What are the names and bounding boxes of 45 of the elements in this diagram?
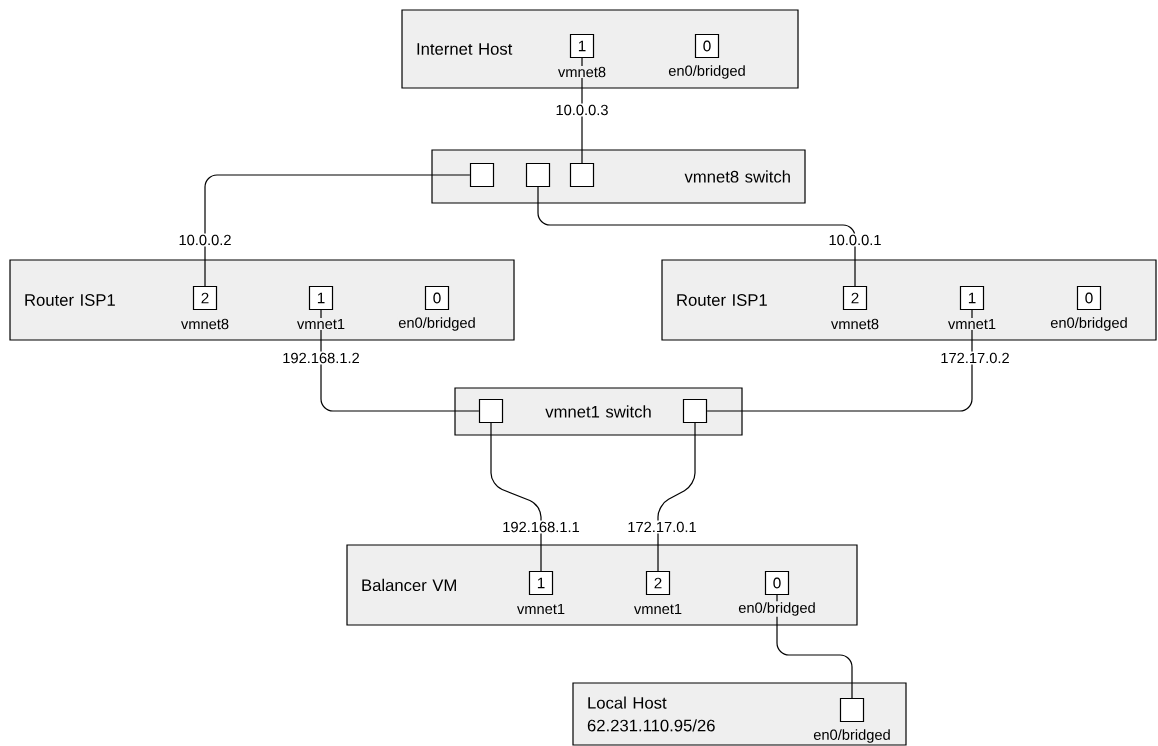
edge-label: 10.0.0.3 (556, 104, 608, 116)
port-box (839, 697, 865, 723)
port-box: 0 (764, 570, 790, 596)
port-box: 2 (842, 285, 868, 311)
port-label: vmnet1 (516, 603, 566, 615)
edge-label: 192.168.1.1 (503, 521, 579, 533)
port-box: 2 (645, 570, 671, 596)
port-box: 2 (192, 285, 218, 311)
port-label: vmnet8 (557, 66, 607, 78)
port-box (469, 162, 495, 188)
port-label: vmnet8 (180, 318, 230, 330)
cable (490, 422, 542, 572)
port-label: en0/bridged (1049, 316, 1129, 332)
port-box (478, 398, 504, 424)
port-box: 1 (569, 33, 595, 59)
switch-box: vmnet1 switch (454, 387, 743, 436)
cable (204, 174, 471, 287)
cable (320, 309, 480, 412)
port-box (525, 162, 551, 188)
port-label: en0/bridged (812, 728, 892, 744)
port-box: 1 (528, 570, 554, 596)
edge-label: 192.168.1.2 (283, 352, 359, 364)
edge-label: 10.0.0.2 (179, 234, 231, 246)
port-box: 1 (308, 285, 334, 311)
port-label: en0/bridged (667, 64, 747, 80)
edge-label: 172.17.0.2 (941, 352, 1009, 364)
port-label: vmnet1 (633, 603, 683, 615)
cable (776, 594, 853, 699)
edge-label: 10.0.0.1 (829, 234, 881, 246)
port-label: vmnet8 (830, 318, 880, 330)
cable (657, 422, 696, 572)
port-label: vmnet1 (296, 318, 346, 330)
switch-box: vmnet8 switch (431, 149, 806, 204)
port-box: 0 (1076, 285, 1102, 311)
cable (706, 309, 973, 412)
port-box (682, 398, 708, 424)
edge-label: 172.17.0.1 (628, 521, 696, 533)
cable (537, 186, 856, 287)
port-box: 1 (959, 285, 985, 311)
port-box: 0 (694, 33, 720, 59)
port-label: en0/bridged (737, 601, 817, 617)
port-box (569, 162, 595, 188)
port-box: 0 (424, 285, 450, 311)
port-label: vmnet1 (947, 318, 997, 330)
port-label: en0/bridged (397, 316, 477, 332)
